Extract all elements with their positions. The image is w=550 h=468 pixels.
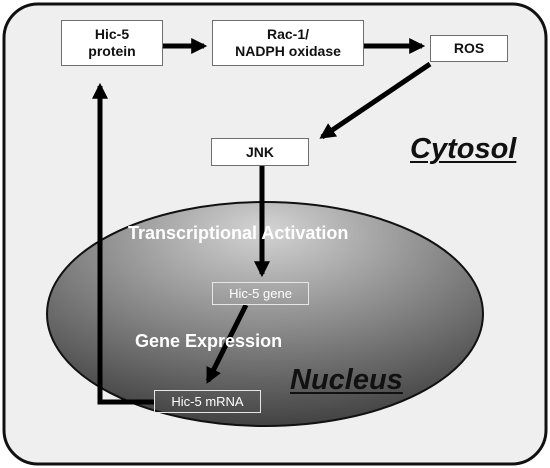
arrow-ros-to-jnk (319, 61, 432, 140)
node-rac1-line2: NADPH oxidase (235, 43, 341, 59)
node-hic5-protein-line1: Hic-5 (94, 26, 130, 42)
node-rac1-nadph-oxidase: Rac-1/ NADPH oxidase (212, 20, 364, 66)
label-cytosol: Cytosol (410, 133, 517, 165)
arrow-gene-to-mrna (205, 303, 249, 384)
node-hic5-gene-label: Hic-5 gene (229, 286, 292, 301)
label-nucleus: Nucleus (290, 364, 403, 396)
node-ros-label: ROS (453, 40, 485, 56)
node-ros: ROS (430, 35, 508, 62)
node-rac1-line1: Rac-1/ (266, 26, 310, 42)
node-hic5-gene: Hic-5 gene (212, 282, 309, 305)
arrow-mrna-to-protein (91, 82, 154, 405)
node-hic5-protein: Hic-5 protein (61, 20, 163, 66)
node-jnk: JNK (211, 138, 309, 166)
nucleus-compartment (46, 201, 484, 427)
node-hic5-mrna-label: Hic-5 mRNA (171, 394, 244, 409)
node-hic5-mrna: Hic-5 mRNA (154, 390, 261, 413)
node-hic5-protein-line2: protein (88, 43, 136, 59)
label-gene-expression: Gene Expression (135, 331, 283, 351)
node-jnk-label: JNK (245, 143, 274, 160)
label-transcriptional-activation: Transcriptional Activation (128, 223, 349, 243)
